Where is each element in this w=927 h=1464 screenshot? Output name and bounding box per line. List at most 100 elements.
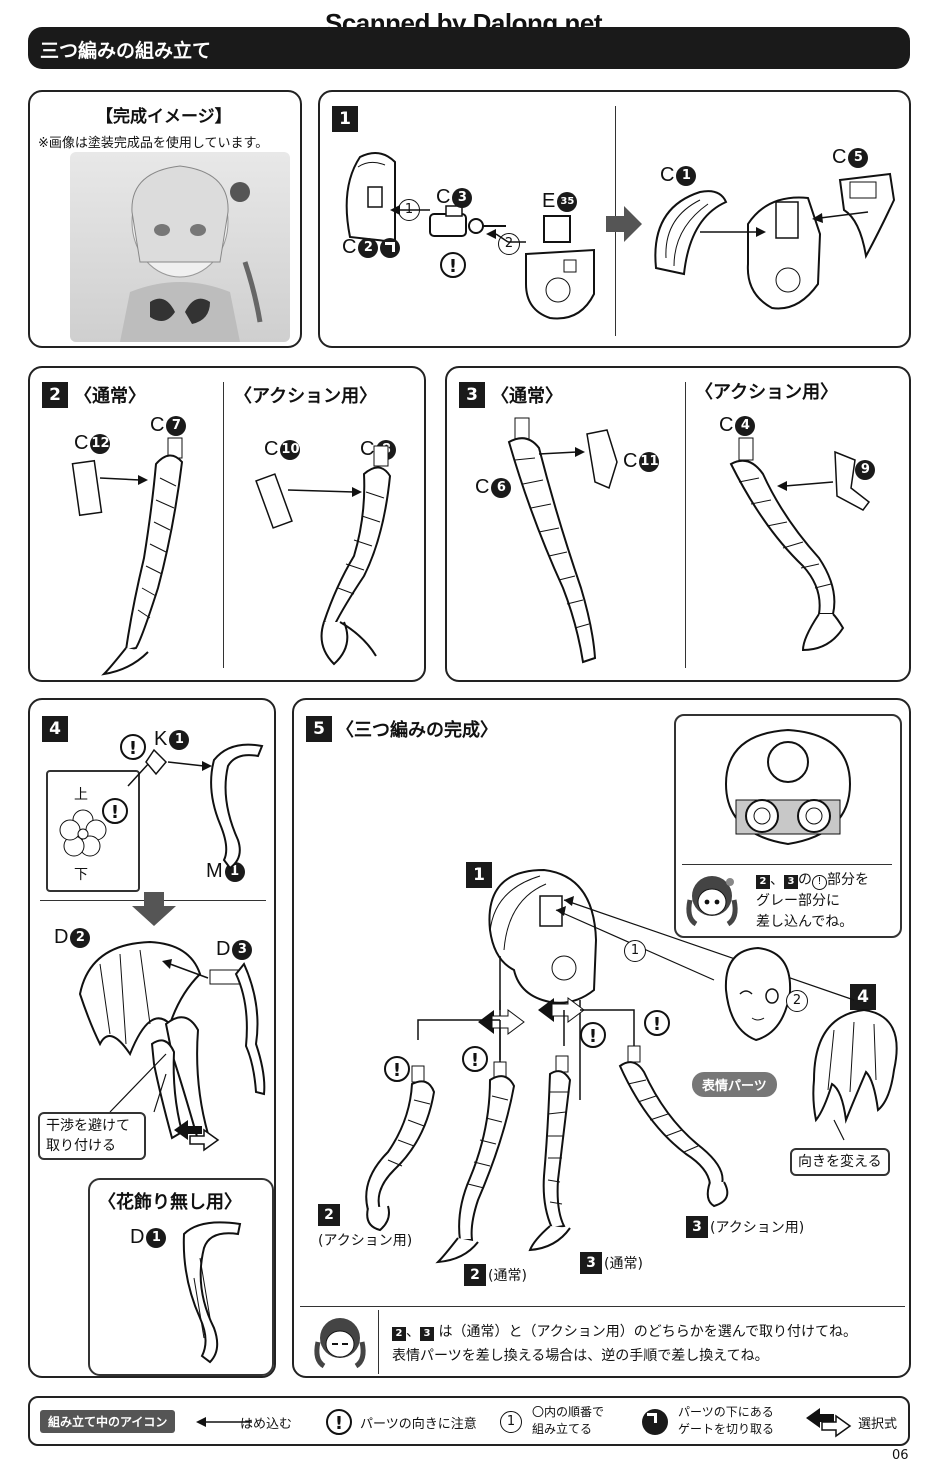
step2-panel: 2 〈通常〉 〈アクション用〉 C12 C7 C10 C8 (28, 366, 426, 682)
part-c3-image (429, 205, 506, 237)
step3-action-heading: 〈アクション用〉 (695, 382, 839, 403)
flower-orientation-box: 上 下 ! (46, 770, 140, 892)
step2-action-braid-image (255, 445, 392, 666)
step3-number: 3 (459, 382, 485, 408)
step2-number: 2 (42, 382, 68, 408)
legend-label-orientation: パーツの向きに注意 (360, 1417, 477, 1432)
assembled-head-image (746, 196, 822, 310)
page-title: 三つ編みの組み立て (40, 40, 212, 62)
completion-note: ※画像は塗装完成品を使用しています。 (38, 136, 269, 151)
legend-label-gate: パーツの下にある ゲートを切り取る (678, 1405, 775, 1436)
step5-ref-4: 4 (850, 984, 876, 1010)
order-1-icon: 1 (624, 940, 646, 962)
braid-label-step2-action: 2 (アクション用) (318, 1204, 412, 1250)
step3-panel: 3 〈通常〉 〈アクション用〉 C6 C11 C4 C9 (445, 366, 911, 682)
legend-bar: 組み立て中のアイコン はめ込む ! パーツの向きに注意 1 〇内の順番で 組み立… (28, 1396, 910, 1446)
part-e35-image (525, 215, 595, 320)
step3-action-braid-image (729, 437, 871, 652)
step5-note-text: 2、3 は（通常）と（アクション用）のどちらかを選んで取り付けてね。 表情パーツ… (392, 1324, 858, 1364)
face-parts-label: 表情パーツ (692, 1072, 777, 1097)
step2-divider (223, 382, 224, 668)
warning-icon: ! (102, 798, 128, 824)
step5-assembly-image (365, 868, 898, 1264)
step3-normal-heading: 〈通常〉 (491, 386, 563, 407)
legend-title: 組み立て中のアイコン (40, 1410, 176, 1433)
step4-number: 4 (42, 716, 68, 742)
braid-label-step3-normal: 3 (通常) (580, 1252, 643, 1274)
step1-arrows (390, 205, 869, 243)
warning-icon: ! (440, 252, 466, 278)
braid-label-step3-action: 3 (アクション用) (686, 1216, 804, 1238)
step5-number: 5 (306, 716, 332, 742)
chibi-mascot-icon (314, 1318, 366, 1369)
completion-panel: 【完成イメージ】 ※画像は塗装完成品を使用しています。 (28, 90, 302, 348)
gate-cut-icon (380, 237, 401, 258)
step1-next-arrow-icon (606, 206, 642, 242)
page-number: 06 (892, 1448, 909, 1463)
double-arrow-icon (806, 1408, 852, 1438)
double-arrow-icon (174, 1120, 220, 1152)
no-flower-heading: 〈花飾り無し用〉 (98, 1192, 242, 1213)
step2-normal-braid-image (71, 437, 184, 676)
completion-title: 【完成イメージ】 (96, 107, 232, 127)
avoid-interference-note: 干渉を避けて取り付ける (38, 1112, 146, 1160)
step2-normal-heading: 〈通常〉 (74, 386, 146, 407)
warning-icon: ! (326, 1409, 352, 1435)
order-number-icon: 1 (500, 1411, 522, 1433)
warning-icon: ! (644, 1010, 670, 1036)
flower-ornament-icon (59, 809, 107, 857)
step4-top-parts-image (127, 743, 264, 870)
legend-label-order: 〇内の順番で 組み立てる (532, 1405, 605, 1436)
step4-hair-assembly-image (78, 940, 266, 1142)
arrow-left-icon (196, 1417, 252, 1427)
step4-down-arrow-icon (132, 892, 176, 926)
step1-number: 1 (332, 106, 358, 132)
part-c5-image (838, 172, 896, 260)
change-direction-note: 向きを変える (790, 1148, 890, 1176)
step3-divider (685, 382, 686, 668)
order-2-icon: 2 (786, 990, 808, 1012)
warning-icon: ! (580, 1022, 606, 1048)
chibi-mascot-icon (686, 876, 738, 927)
step3-normal-braid-image (507, 417, 618, 664)
head-rear-image (724, 728, 852, 846)
step2-action-heading: 〈アクション用〉 (234, 386, 378, 407)
part-c1-image (654, 190, 728, 276)
warning-icon: ! (120, 734, 146, 760)
step5-note-divider (300, 1306, 905, 1307)
part-d1-image (182, 1221, 242, 1364)
label-down: 下 (74, 867, 88, 883)
gate-cut-icon (642, 1409, 668, 1439)
step5-note-vdivider (378, 1310, 379, 1374)
tip-divider (682, 864, 892, 865)
warning-icon: ! (462, 1046, 488, 1072)
label-up: 上 (74, 787, 88, 803)
warning-icon: ! (384, 1056, 410, 1082)
page-title-bar: 三つ編みの組み立て (28, 27, 910, 69)
legend-label-select: 選択式 (858, 1417, 898, 1432)
braid-label-step2-normal: 2 (通常) (464, 1264, 527, 1286)
legend-label-fit: はめ込む (240, 1417, 293, 1432)
step5-ref-1: 1 (466, 862, 492, 888)
completion-figure-image (70, 152, 290, 342)
